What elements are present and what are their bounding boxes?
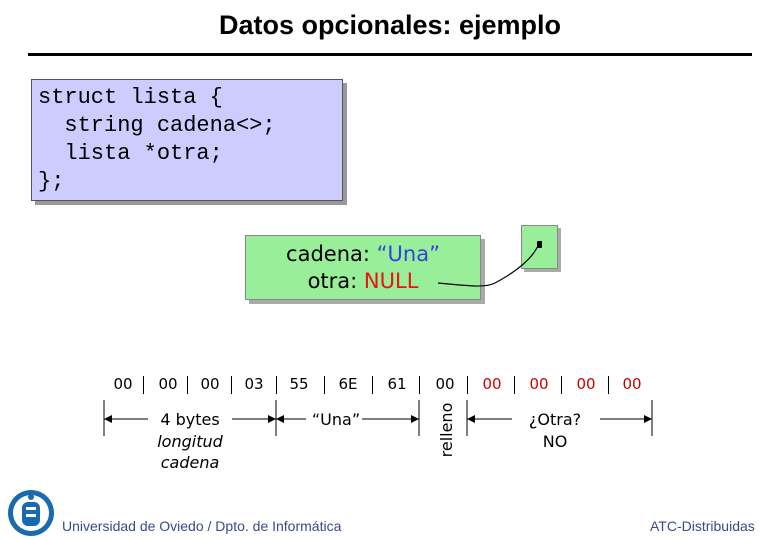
byte-cell: 00 [200,375,220,393]
string-label: “Una” [311,410,361,429]
title-divider [28,53,752,56]
arrow-head [104,415,112,423]
pointer-connector-line [437,245,539,287]
code-line: lista *otra; [38,141,223,166]
code-line: string cadena<>; [38,113,276,138]
value-line-cadena: cadena: “Una” [246,242,480,266]
byte-separator [187,376,188,394]
byte-separator [608,376,609,394]
arrow-head [467,415,475,423]
code-line: struct lista { [38,85,223,110]
length-caption: cadena [160,453,220,472]
byte-separator [514,376,515,394]
value-null: NULL [363,269,419,293]
byte-cell: 00 [113,375,133,393]
byte-cell: 00 [435,375,455,393]
other-label: ¿Otra? [528,410,582,429]
other-value: NO [542,432,568,451]
byte-cell: 00 [158,375,178,393]
padding-label: relleno [437,402,456,458]
arrow-head [268,415,276,423]
arrow-head [644,415,652,423]
byte-cell: 55 [289,375,309,393]
value-key: otra: [307,269,364,293]
byte-separator [419,376,420,394]
value-box: cadena: “Una” otra: NULL [245,235,481,300]
byte-cell: 61 [387,375,407,393]
code-line: }; [38,169,65,194]
byte-separator [231,376,232,394]
slide-title: Datos opcionales: ejemplo [218,10,562,40]
university-logo-icon [8,490,54,536]
byte-separator [561,376,562,394]
byte-cell: 00 [529,375,549,393]
byte-separator [276,376,277,394]
pointer-box [521,225,558,269]
length-caption: longitud [157,432,223,451]
byte-cell: 00 [576,375,596,393]
length-label: 4 bytes [160,410,220,429]
byte-cell: 00 [622,375,642,393]
code-box: struct lista { string cadena<>; lista *o… [31,79,343,201]
value-key: cadena: [286,242,377,266]
byte-separator [372,376,373,394]
arrow-head [276,415,284,423]
byte-separator [324,376,325,394]
arrow-head [411,415,419,423]
byte-separator [467,376,468,394]
byte-cell: 6E [338,375,358,393]
byte-cell: 00 [482,375,502,393]
byte-separator [143,376,144,394]
value-string: “Una” [376,242,440,266]
byte-cell: 03 [244,375,264,393]
pointer-dot [537,241,542,248]
footer-institution: Universidad de Oviedo / Dpto. de Informá… [62,518,342,534]
footer-course: ATC-Distribuidas [650,518,755,534]
value-line-otra: otra: NULL [246,269,480,293]
